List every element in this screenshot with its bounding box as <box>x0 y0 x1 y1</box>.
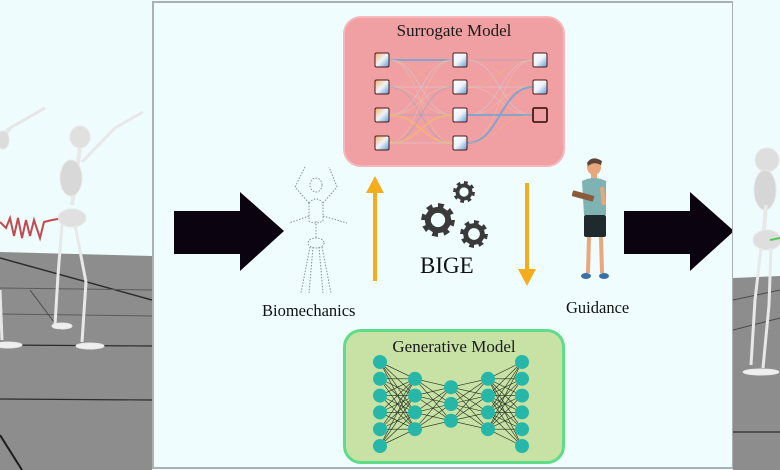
generative-model-title: Generative Model <box>392 337 516 356</box>
neuron <box>515 422 529 437</box>
neuron <box>444 380 458 395</box>
guidance-label: Guidance <box>566 298 630 317</box>
neuron <box>515 439 529 453</box>
surrogate-node <box>532 107 548 123</box>
surrogate-node <box>452 52 468 68</box>
autoencoder-network-icon <box>373 355 529 453</box>
neuron <box>481 388 495 403</box>
surrogate-node <box>452 135 468 151</box>
surrogate-node <box>374 79 390 95</box>
arrow-down-icon <box>518 183 536 286</box>
surrogate-edge <box>388 59 454 144</box>
generative-edge <box>379 395 416 447</box>
surrogate-edge <box>466 59 534 116</box>
neuron <box>444 397 458 411</box>
surrogate-edge <box>388 59 454 88</box>
generative-edge <box>487 395 523 430</box>
neuron <box>481 422 495 437</box>
surrogate-model-title: Surrogate Model <box>396 21 512 40</box>
neuron <box>515 405 529 420</box>
surrogate-edge <box>466 59 534 88</box>
input-arrow-icon <box>174 192 284 271</box>
arrow-up-icon <box>366 176 384 281</box>
generative-edge <box>414 403 452 430</box>
surrogate-node <box>374 52 390 68</box>
surrogate-node <box>532 52 548 68</box>
gear-small-icon <box>453 181 475 203</box>
gear-medium-icon <box>460 220 488 248</box>
skeleton-figure <box>0 106 46 349</box>
neuron <box>408 371 422 386</box>
skeleton-figure <box>742 147 780 376</box>
generative-edge <box>379 378 416 413</box>
surrogate-edge <box>388 86 454 116</box>
surrogate-edge <box>388 59 454 144</box>
flow-arrows <box>174 176 732 286</box>
biomechanics-label: Biomechanics <box>262 301 356 320</box>
surrogate-edge <box>466 86 534 144</box>
neuron <box>373 439 387 453</box>
bige-label: BIGE <box>420 253 474 278</box>
skeleton-point-cloud-icon <box>288 166 348 294</box>
neuron <box>481 371 495 386</box>
muscle-trace <box>0 214 59 242</box>
surrogate-edge <box>388 59 454 88</box>
neuron <box>515 355 529 369</box>
generative-edge <box>487 361 523 430</box>
gear-large-icon <box>421 203 455 237</box>
surrogate-edge <box>466 114 534 144</box>
person-with-clipboard-icon <box>572 158 609 279</box>
generative-edge <box>487 378 523 430</box>
neuron <box>515 371 529 386</box>
neuron <box>515 388 529 403</box>
neuron <box>373 422 387 437</box>
generative-edge <box>379 378 416 430</box>
neuron <box>408 388 422 403</box>
surrogate-node <box>452 107 468 123</box>
right-scene-render <box>733 147 780 470</box>
generative-edge <box>487 361 523 396</box>
neuron <box>444 413 458 428</box>
neuron <box>481 405 495 420</box>
generative-edge <box>450 378 489 421</box>
generative-edge <box>450 395 489 422</box>
floor <box>0 252 152 470</box>
gears-icon <box>421 181 488 248</box>
generative-model-box: Generative Model <box>343 329 565 464</box>
surrogate-model-box: Surrogate Model <box>343 16 565 167</box>
surrogate-network-icon <box>374 52 548 151</box>
surrogate-node <box>532 79 548 95</box>
surrogate-edge <box>466 59 534 144</box>
bige-overview-panel: Surrogate Model Biomechanics <box>152 1 734 469</box>
surrogate-edge <box>388 59 454 116</box>
output-motion-scene <box>733 0 780 470</box>
generative-edge <box>487 361 523 413</box>
surrogate-edge <box>388 86 454 116</box>
generative-edge <box>379 412 416 447</box>
neuron <box>408 405 422 420</box>
surrogate-node <box>452 79 468 95</box>
surrogate-edge <box>388 114 454 144</box>
output-arrow-icon <box>624 192 732 271</box>
generative-edge <box>414 386 452 413</box>
generative-edge <box>450 378 489 405</box>
surrogate-edge <box>466 59 534 88</box>
neuron <box>373 355 387 369</box>
surrogate-node <box>374 135 390 151</box>
surrogate-node <box>374 107 390 123</box>
left-scene-render <box>0 106 152 470</box>
skeleton-figure <box>51 110 144 350</box>
generative-edge <box>379 378 416 447</box>
neuron <box>373 371 387 386</box>
neuron <box>373 405 387 420</box>
neuron <box>408 422 422 437</box>
neuron <box>373 388 387 403</box>
generative-edge <box>414 387 452 430</box>
input-motion-scene <box>0 0 152 470</box>
surrogate-edge <box>466 59 534 116</box>
surrogate-edge <box>388 59 454 116</box>
